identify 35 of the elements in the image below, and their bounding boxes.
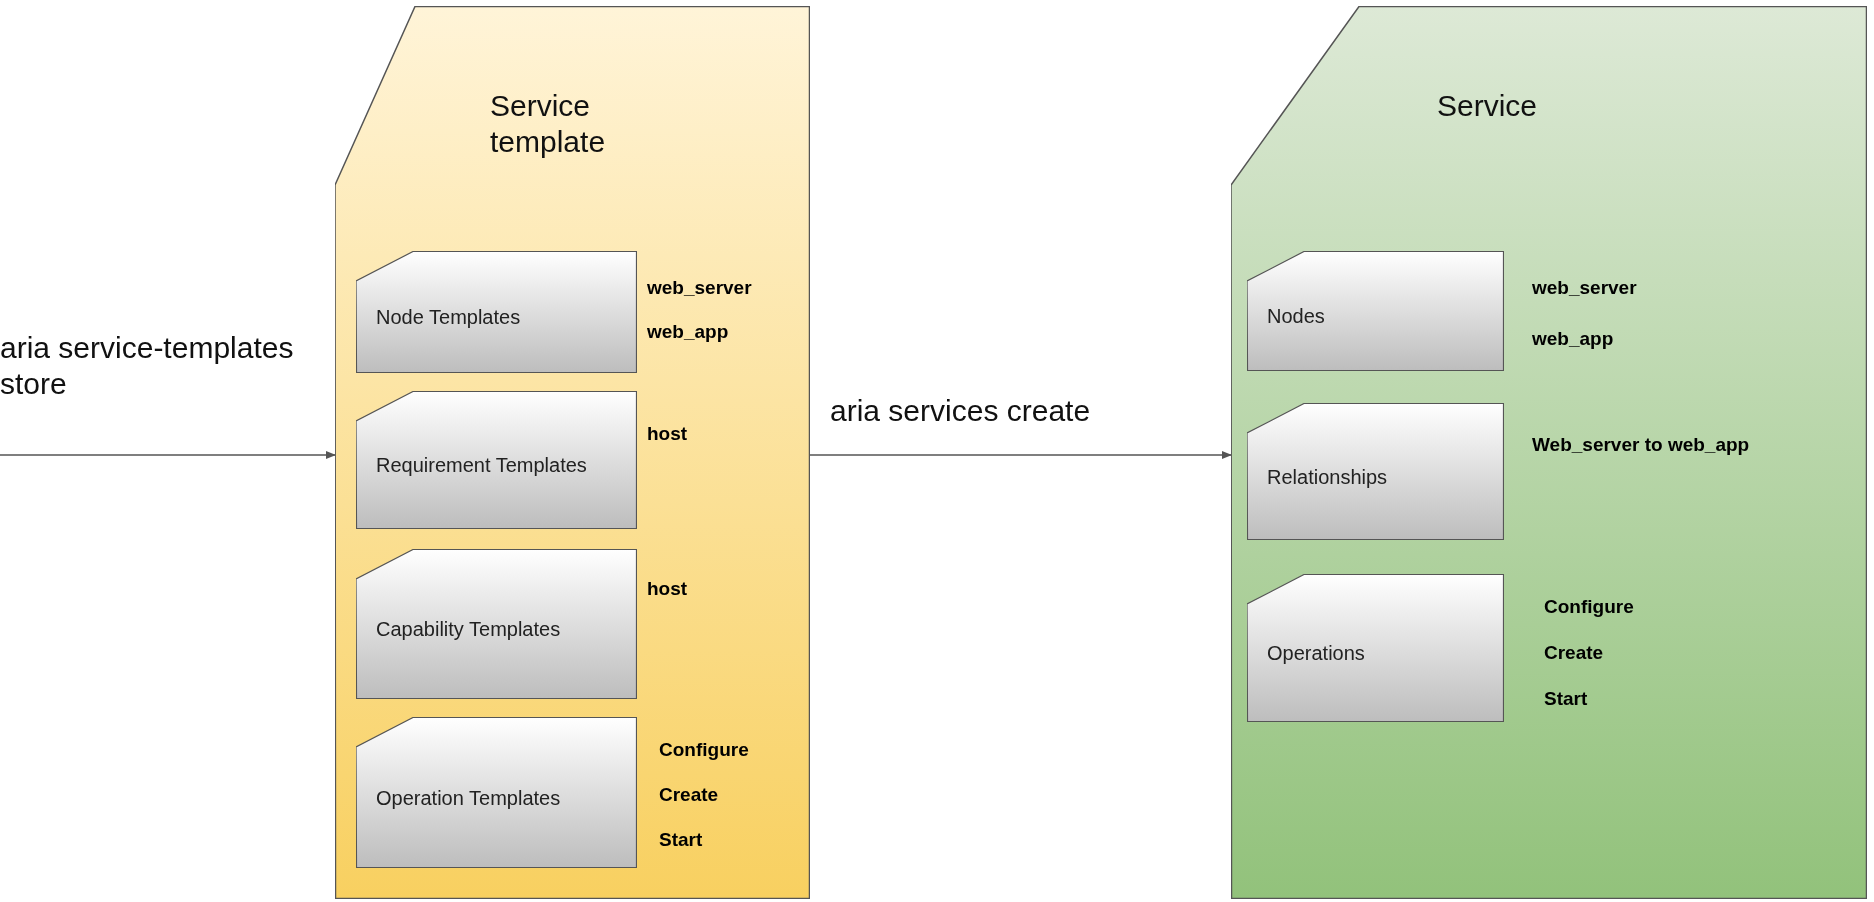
item-label: web_server [1532, 277, 1637, 299]
arrow [0, 451, 336, 459]
item-label: host [647, 423, 688, 445]
item-label: Create [1544, 642, 1604, 664]
card-shape [1247, 251, 1504, 371]
item-label: Create [659, 784, 719, 806]
item-label: web_server [647, 277, 752, 299]
item-label: Web_server to web_app [1532, 434, 1750, 456]
card-label: Requirement Templates [376, 452, 588, 478]
card-shape [356, 717, 637, 868]
card-shape [356, 251, 637, 373]
title: Service [1437, 88, 1539, 124]
title: Service template [490, 88, 607, 160]
card-shape [1247, 574, 1504, 722]
card-label: Nodes [1267, 303, 1326, 329]
card-label: Operations [1267, 640, 1366, 666]
item-label: Configure [1544, 596, 1634, 618]
card-label: Relationships [1267, 464, 1389, 490]
arrow [809, 451, 1232, 459]
card-label: Operation Templates [376, 785, 562, 811]
folder-shape [335, 6, 810, 899]
item-label: web_app [1532, 328, 1614, 350]
folder-shape [1231, 6, 1867, 899]
card-label: Node Templates [376, 304, 522, 330]
card-shape [1247, 403, 1504, 540]
card-shape [356, 391, 637, 529]
item-label: web_app [647, 321, 729, 343]
item-label: Start [1544, 688, 1588, 710]
card-label: Capability Templates [376, 616, 562, 642]
item-label: Start [659, 829, 703, 851]
card-shape [356, 549, 637, 699]
edge-label: aria services create [830, 393, 1091, 429]
edge-label: aria service-templates store [0, 330, 295, 402]
item-label: host [647, 578, 688, 600]
item-label: Configure [659, 739, 749, 761]
